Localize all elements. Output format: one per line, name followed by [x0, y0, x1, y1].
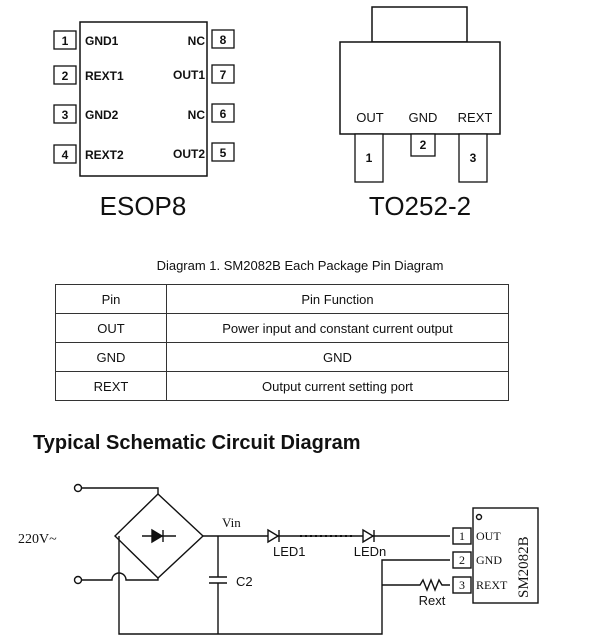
to252-body [339, 41, 501, 135]
table-cell-pin: OUT [55, 313, 167, 343]
to252-pin-1-label: OUT [356, 110, 384, 125]
chip-name: SM2082B [516, 536, 532, 598]
table-cell-pin: REXT [55, 371, 167, 401]
rext-label: Rext [419, 593, 446, 608]
table-cell-pin: GND [55, 342, 167, 372]
wire-ground [118, 536, 450, 635]
to252-pin-3 [458, 133, 488, 183]
chip-pin-3-num: 3 [459, 578, 465, 592]
table-cell-function: GND [166, 342, 509, 372]
chip-pin-2-box [452, 551, 472, 569]
esop8-body [79, 21, 208, 177]
chip-pin1-dot [475, 513, 483, 521]
led1-label: LED1 [273, 544, 306, 559]
vin-label: Vin [222, 515, 241, 530]
chip-pin-2-num: 2 [459, 553, 465, 567]
capacitor-label: C2 [236, 574, 253, 589]
chip-pin-2-label: GND [476, 553, 502, 567]
table-header-function: Pin Function [166, 284, 509, 314]
esop8-pin-8-label: NC [188, 34, 206, 48]
esop8-pin-5-num: 5 [220, 146, 227, 160]
table-row: OUT Power input and constant current out… [55, 313, 509, 343]
ledn-label: LEDn [354, 544, 387, 559]
esop8-package: 1 GND1 2 REXT1 3 GND2 4 REXT2 8 NC 7 OUT… [53, 21, 235, 221]
esop8-pin-1-box [53, 30, 77, 50]
led1-diode [267, 528, 280, 544]
sm2082b-chip-body [472, 507, 539, 604]
ac-terminal-bottom [73, 575, 83, 585]
to252-pin-1-num: 1 [366, 151, 373, 165]
to252-pin-2-label: GND [409, 110, 438, 125]
esop8-pin-6-box [211, 103, 235, 123]
table-cell-function: Power input and constant current output [166, 313, 509, 343]
chip-pin-3-box [452, 576, 472, 594]
chip-pin-1-num: 1 [459, 529, 465, 543]
esop8-pin-5-label: OUT2 [173, 147, 205, 161]
esop8-pin-4-label: REXT2 [85, 148, 124, 162]
esop8-pin-1-num: 1 [62, 34, 69, 48]
table-row: REXT Output current setting port [55, 371, 509, 401]
to252-pin-3-label: REXT [458, 110, 493, 125]
ac-terminal-top [73, 483, 83, 493]
table-header-pin: Pin [55, 284, 167, 314]
esop8-pin-7-num: 7 [220, 68, 227, 82]
to252-package-name: TO252-2 [369, 191, 471, 221]
rext-resistor [382, 578, 450, 592]
diagram-caption: Diagram 1. SM2082B Each Package Pin Diag… [156, 258, 444, 273]
esop8-pin-8-box [211, 29, 235, 49]
supply-label: 220V~ [18, 532, 57, 547]
to252-pin-2 [410, 133, 436, 157]
esop8-pin-3-label: GND2 [85, 108, 119, 122]
esop8-pin-1-label: GND1 [85, 34, 119, 48]
table-cell-function: Output current setting port [166, 371, 509, 401]
table-header-row: Pin Pin Function [55, 284, 509, 314]
esop8-pin-6-label: NC [188, 108, 206, 122]
to252-tab [371, 6, 468, 43]
schematic-circuit [73, 483, 539, 635]
to252-pin-1 [354, 133, 384, 183]
table-row: GND GND [55, 342, 509, 372]
chip-pin-3-label: REXT [476, 578, 508, 592]
esop8-pin-4-num: 4 [62, 148, 69, 162]
esop8-pin-4-box [53, 144, 77, 164]
esop8-pin-3-box [53, 104, 77, 124]
esop8-pin-8-num: 8 [220, 33, 227, 47]
esop8-pin-2-box [53, 65, 77, 85]
bridge-diode-arrow [151, 528, 164, 544]
chip-pin-1-box [452, 527, 472, 545]
schematic-title: Typical Schematic Circuit Diagram [33, 432, 361, 454]
chip-pin-1-label: OUT [476, 529, 501, 543]
esop8-pin-2-label: REXT1 [85, 69, 124, 83]
esop8-pin-7-label: OUT1 [173, 68, 205, 82]
ledn-diode [362, 528, 375, 544]
to252-pin-2-num: 2 [420, 138, 427, 152]
wire-ac-bottom [81, 572, 159, 581]
to252-pin-3-num: 3 [470, 151, 477, 165]
pin-function-table: Pin Pin Function OUT Power input and con… [55, 284, 509, 401]
esop8-pin-2-num: 2 [62, 69, 69, 83]
wire-ac-top [81, 487, 159, 494]
esop8-pin-7-box [211, 64, 235, 84]
esop8-pin-6-num: 6 [220, 107, 227, 121]
to252-package: OUT GND REXT 1 2 3 TO252-2 [339, 6, 501, 221]
schematic-labels: 220V~ Vin C2 LED1 LEDn Rext 1 2 3 OUT GN… [18, 515, 532, 608]
esop8-pin-3-num: 3 [62, 108, 69, 122]
esop8-package-name: ESOP8 [100, 191, 187, 221]
esop8-pin-5-box [211, 142, 235, 162]
